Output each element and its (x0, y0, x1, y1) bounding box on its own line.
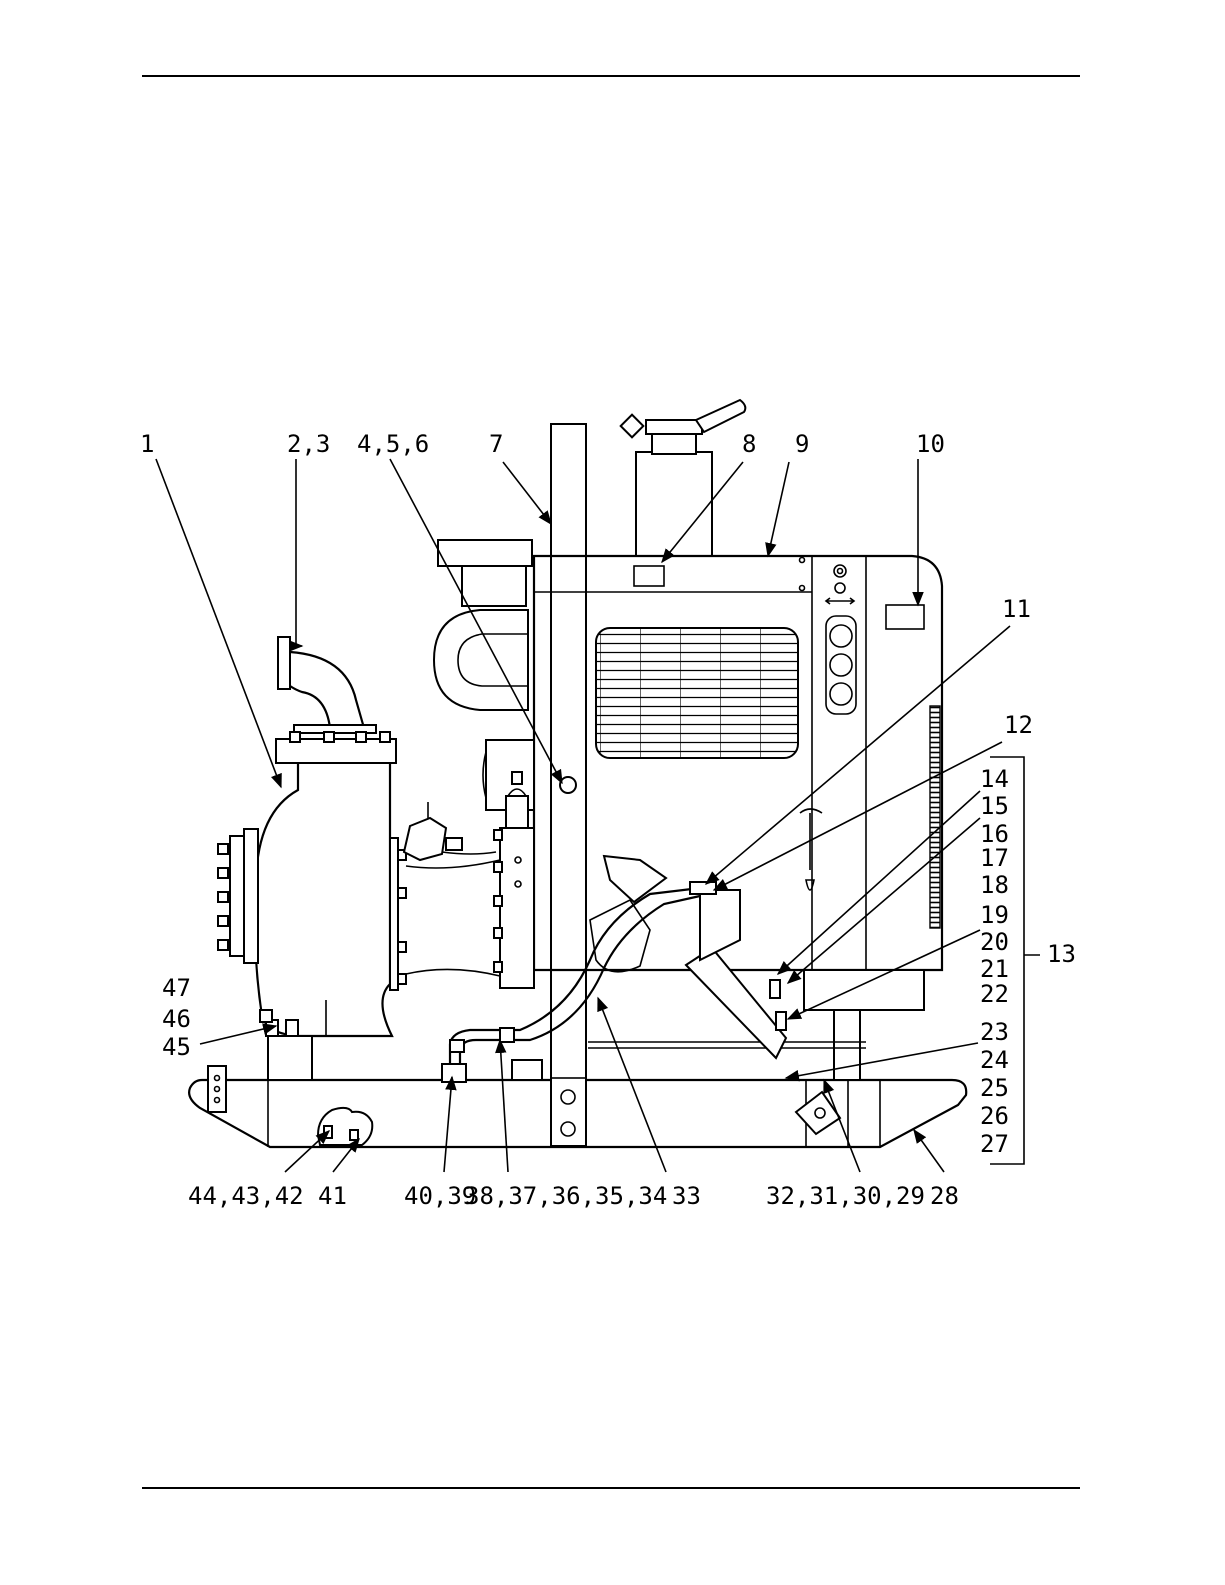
callout-28: 28 (930, 1182, 959, 1210)
callout-18: 18 (980, 871, 1009, 899)
callout-46: 46 (162, 1005, 191, 1033)
callout-7: 7 (489, 430, 503, 458)
callout-14: 14 (980, 765, 1009, 793)
engine-enclosure (534, 400, 942, 1080)
callout-25: 25 (980, 1074, 1009, 1102)
callout-12: 12 (1004, 711, 1033, 739)
callout-45: 45 (162, 1033, 191, 1061)
callout-8: 8 (742, 430, 756, 458)
callout-9: 9 (795, 430, 809, 458)
callout-20: 20 (980, 928, 1009, 956)
callout-44-43-42: 44,43,42 (188, 1182, 304, 1210)
callout-38-37-36-35-34: 38,37,36,35,34 (465, 1182, 667, 1210)
callout-1: 1 (140, 430, 154, 458)
callout-33: 33 (672, 1182, 701, 1210)
callout-15: 15 (980, 792, 1009, 820)
callout-21: 21 (980, 955, 1009, 983)
callout-32-31-30-29: 32,31,30,29 (766, 1182, 925, 1210)
callout-17: 17 (980, 844, 1009, 872)
callout-47: 47 (162, 974, 191, 1002)
callout-19: 19 (980, 901, 1009, 929)
callout-11: 11 (1002, 595, 1031, 623)
callout-24: 24 (980, 1046, 1009, 1074)
callout-13: 13 (1047, 940, 1076, 968)
callout-26: 26 (980, 1102, 1009, 1130)
lift-bail (551, 424, 586, 1146)
callout-10: 10 (916, 430, 945, 458)
callout-22: 22 (980, 980, 1009, 1008)
callout-27: 27 (980, 1130, 1009, 1158)
callout-4-5-6: 4,5,6 (357, 430, 429, 458)
callout-23: 23 (980, 1018, 1009, 1046)
callout-41: 41 (318, 1182, 347, 1210)
air-cleaner (434, 540, 534, 810)
callout-2-3: 2,3 (287, 430, 330, 458)
